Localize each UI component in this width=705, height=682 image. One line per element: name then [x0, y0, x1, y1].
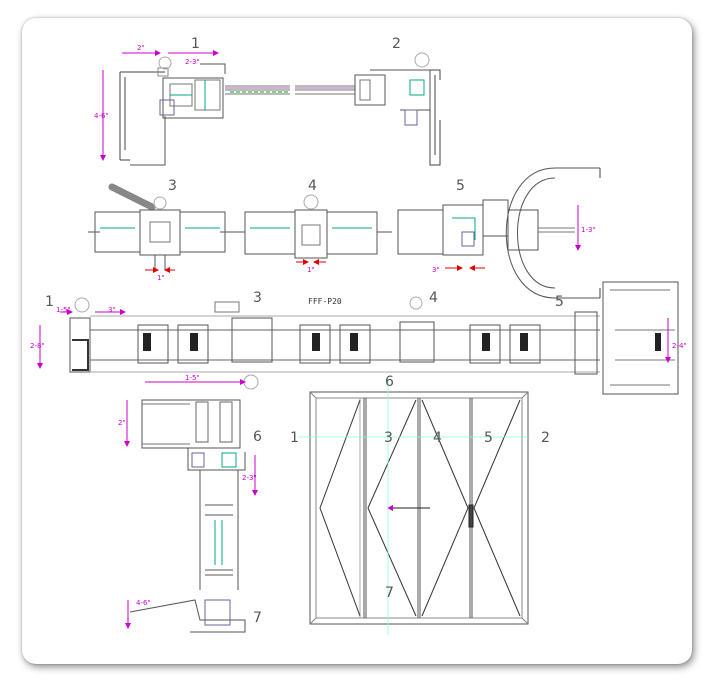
detail-1-label: 1	[191, 36, 200, 52]
vertical-dim-d: 4-6"	[136, 599, 151, 607]
elevation-mark-1: 1	[290, 430, 299, 446]
section-dim-d: 2-4"	[672, 342, 687, 350]
detail-1-dim-c: 4-6"	[94, 112, 109, 120]
detail-4-mid	[232, 194, 392, 265]
vertical-section	[124, 379, 258, 633]
vertical-dim-a: 1-5"	[185, 374, 200, 382]
vertical-dim-c: 2-3"	[242, 474, 257, 482]
door-elevation	[298, 380, 530, 635]
section-tag: FFF-P20	[308, 297, 342, 306]
elevation-mark-6: 6	[385, 374, 394, 390]
detail-1-dim-a: 2"	[137, 44, 145, 52]
section-label-3: 3	[253, 290, 262, 306]
vertical-label-7: 7	[253, 610, 262, 626]
elevation-mark-4: 4	[433, 430, 442, 446]
detail-3-mid	[88, 183, 240, 273]
section-label-5: 5	[555, 294, 564, 310]
detail-2-label: 2	[392, 36, 401, 52]
section-row	[37, 281, 679, 395]
detail-3-label: 3	[168, 178, 177, 194]
detail-5-dim-b: 3"	[432, 266, 440, 274]
detail-4-dim: 1"	[307, 266, 315, 274]
detail-1-top	[100, 50, 290, 166]
section-dim-b: 3"	[108, 306, 116, 314]
detail-1-dim-b: 2-3"	[185, 58, 200, 66]
detail-2-top	[295, 52, 441, 166]
elevation-mark-3: 3	[384, 430, 393, 446]
detail-5-mid	[397, 167, 601, 299]
detail-3-dim: 1"	[157, 274, 165, 282]
section-dim-c: 2-8"	[30, 342, 45, 350]
section-label-1: 1	[45, 294, 54, 310]
vertical-dim-b: 2"	[118, 419, 126, 427]
vertical-label-6: 6	[253, 429, 262, 445]
elevation-mark-7: 7	[385, 585, 394, 601]
section-label-4: 4	[429, 290, 438, 306]
detail-5-dim-a: 1-3"	[581, 226, 596, 234]
elevation-mark-2: 2	[541, 430, 550, 446]
elevation-mark-5: 5	[484, 430, 493, 446]
section-dim-a: 1-5"	[56, 306, 71, 314]
detail-4-label: 4	[308, 178, 317, 194]
detail-5-label: 5	[456, 178, 465, 194]
